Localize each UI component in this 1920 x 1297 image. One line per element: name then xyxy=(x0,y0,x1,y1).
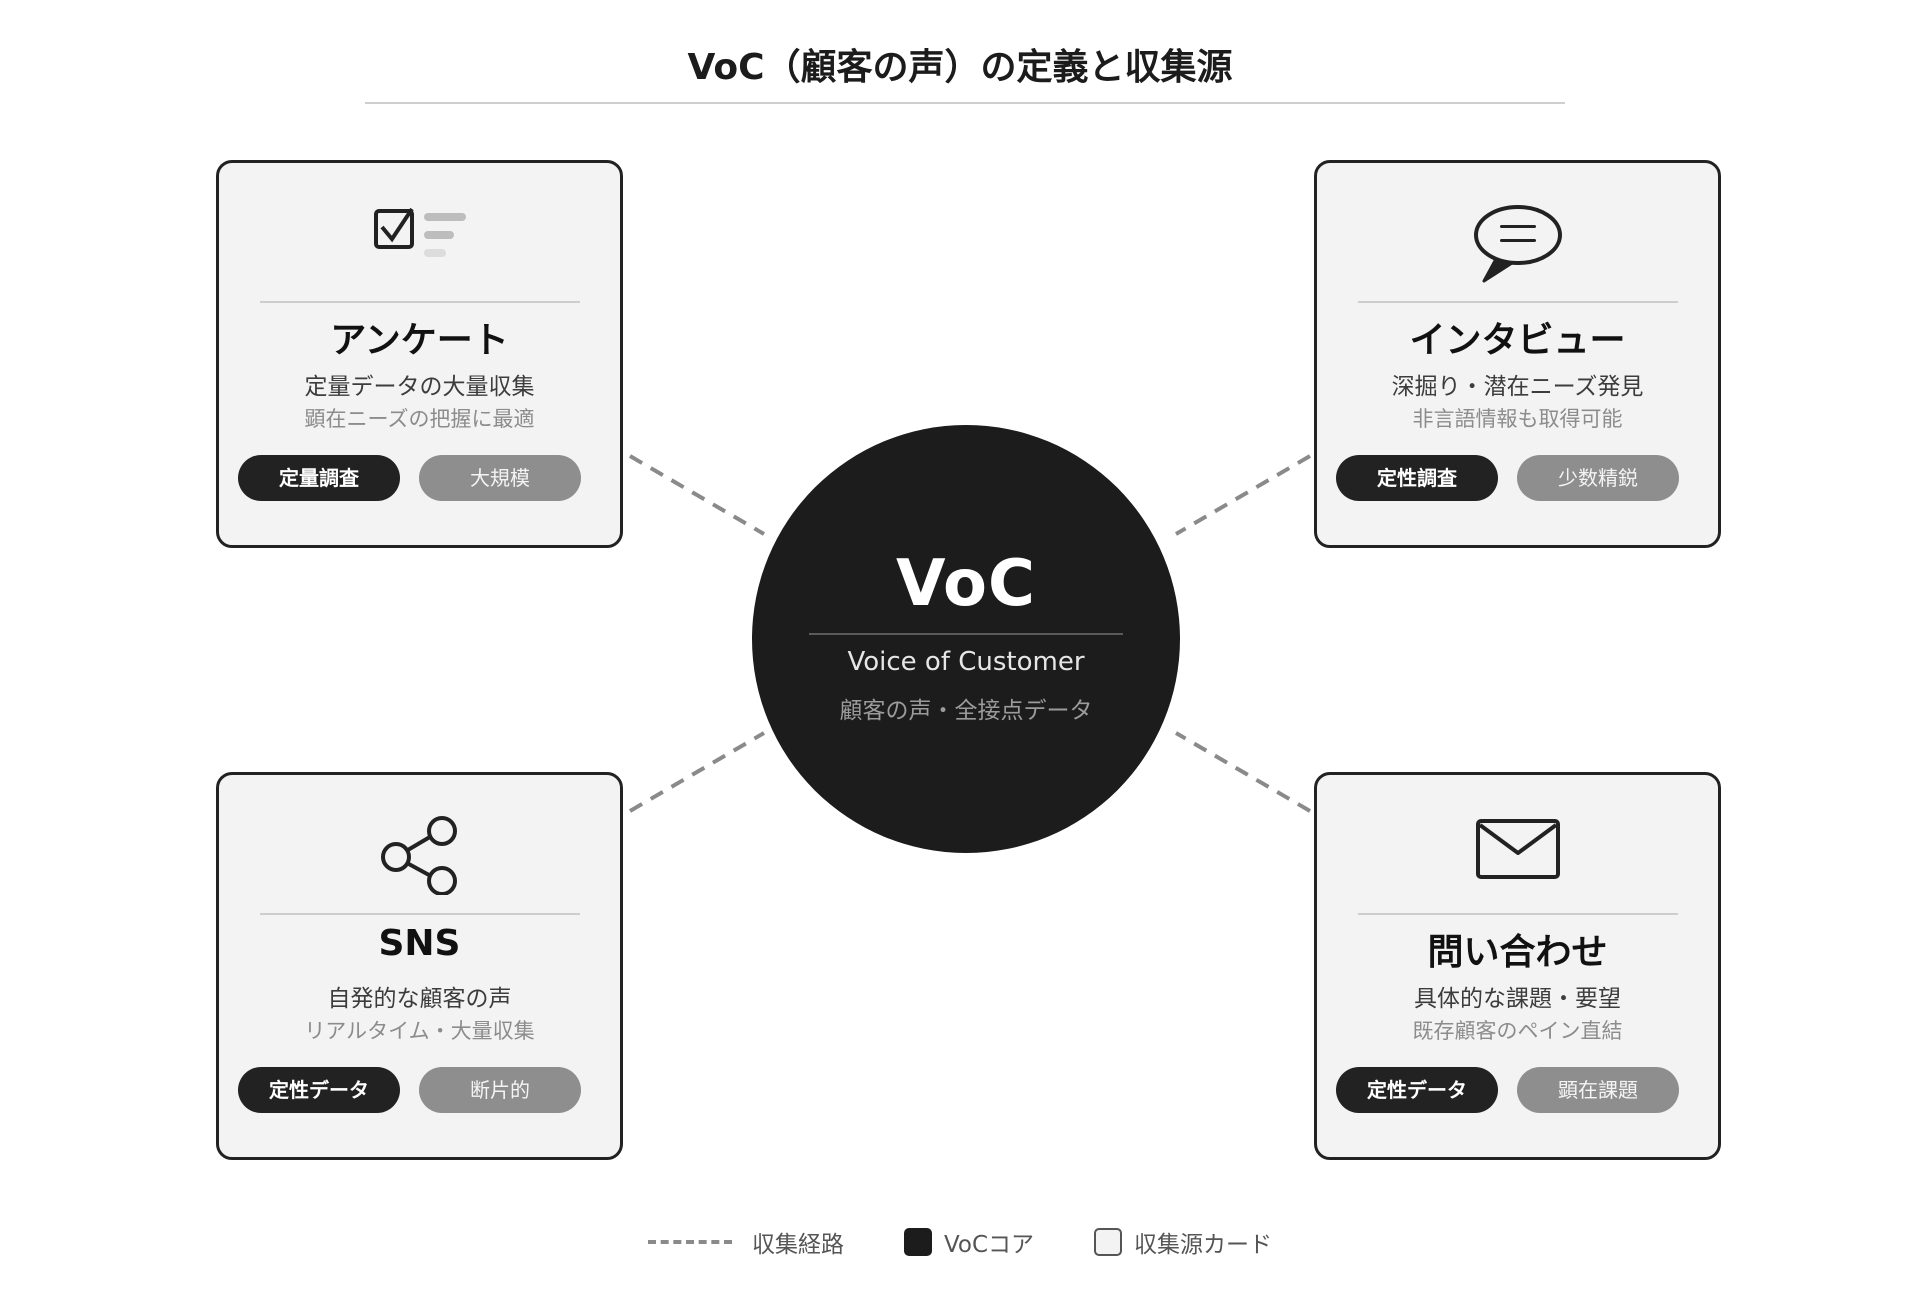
legend-label: 収集源カード xyxy=(1134,1232,1273,1258)
card-inquiry: 問い合わせ 具体的な課題・要望 既存顧客のペイン直結 定性データ 顕在課題 xyxy=(1314,772,1721,1160)
connector-sns xyxy=(628,731,766,813)
card-note: 顕在ニーズの把握に最適 xyxy=(304,407,535,431)
legend-item-card: 収集源カード xyxy=(1094,1225,1272,1259)
card-survey: アンケート 定量データの大量収集 顕在ニーズの把握に最適 定量調査 大規模 xyxy=(216,160,623,548)
connector-interview xyxy=(1174,454,1312,536)
speech-bubble-icon xyxy=(1473,205,1562,283)
voc-core: VoC Voice of Customer 顧客の声・全接点データ xyxy=(752,425,1180,853)
card-description: 自発的な顧客の声 xyxy=(327,986,512,1012)
page-title: VoC（顧客の声）の定義と収集源 xyxy=(687,47,1233,88)
card-title: インタビュー xyxy=(1409,320,1626,361)
card-interview: インタビュー 深掘り・潜在ニーズ発見 非言語情報も取得可能 定性調査 少数精鋭 xyxy=(1314,160,1721,548)
tag-secondary: 少数精鋭 xyxy=(1517,455,1679,501)
card-divider xyxy=(260,301,580,303)
card-description: 具体的な課題・要望 xyxy=(1414,986,1621,1012)
legend-core-swatch xyxy=(903,1228,932,1256)
card-title: SNS xyxy=(378,923,461,964)
card-description: 深掘り・潜在ニーズ発見 xyxy=(1391,374,1644,400)
card-note: 既存顧客のペイン直結 xyxy=(1412,1019,1623,1043)
card-note: リアルタイム・大量収集 xyxy=(304,1019,535,1043)
card-title: アンケート xyxy=(330,320,509,361)
legend-item-path: 収集経路 xyxy=(647,1225,844,1259)
tag-secondary: 断片的 xyxy=(419,1067,581,1113)
card-description: 定量データの大量収集 xyxy=(304,374,535,400)
title-divider xyxy=(365,102,1565,104)
core-caption: 顧客の声・全接点データ xyxy=(839,698,1093,724)
connector-survey xyxy=(628,454,766,536)
legend-dash-swatch xyxy=(647,1240,732,1244)
envelope-icon xyxy=(1475,819,1560,879)
tag-secondary: 大規模 xyxy=(419,455,581,501)
tag-primary: 定性データ xyxy=(238,1067,400,1113)
legend-label: 収集経路 xyxy=(751,1232,844,1258)
share-icon xyxy=(380,816,457,895)
tag-secondary: 顕在課題 xyxy=(1517,1067,1679,1113)
legend-item-core: VoCコア xyxy=(903,1225,1035,1259)
tag-primary: 定性データ xyxy=(1336,1067,1498,1113)
tag-primary: 定量調査 xyxy=(238,455,400,501)
legend: 収集経路 VoCコア 収集源カード xyxy=(0,1222,1920,1262)
card-divider xyxy=(260,913,580,915)
card-sns: SNS 自発的な顧客の声 リアルタイム・大量収集 定性データ 断片的 xyxy=(216,772,623,1160)
card-divider xyxy=(1358,913,1678,915)
tag-primary: 定性調査 xyxy=(1336,455,1498,501)
core-divider xyxy=(809,633,1123,635)
card-title: 問い合わせ xyxy=(1427,932,1608,973)
connector-inquiry xyxy=(1174,731,1312,813)
core-subtitle: Voice of Customer xyxy=(847,647,1085,677)
survey-checklist-icon xyxy=(373,207,466,257)
legend-label: VoCコア xyxy=(943,1232,1035,1258)
legend-card-swatch xyxy=(1094,1228,1123,1256)
card-divider xyxy=(1358,301,1678,303)
card-note: 非言語情報も取得可能 xyxy=(1412,407,1623,431)
core-title: VoC xyxy=(896,547,1036,621)
